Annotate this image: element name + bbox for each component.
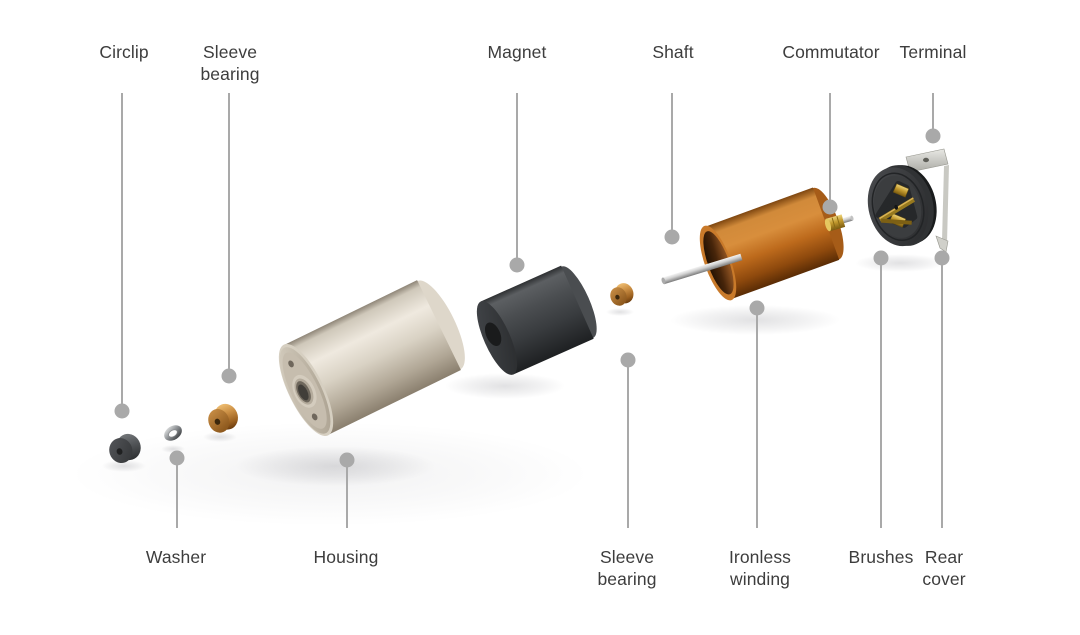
leader-circlip [114,93,130,419]
leader-shaft [664,93,680,245]
leader-brushes [873,250,889,528]
label-sleeve-bearing-rear: Sleeve bearing [597,547,657,589]
housing-part [278,280,465,437]
terminal-part [905,148,949,253]
label-magnet: Magnet [487,42,547,62]
label-terminal: Terminal [899,42,967,62]
label-sleeve-bearing-front: Sleeve bearing [200,42,260,84]
leader-washer [169,450,185,528]
label-brushes: Brushes [848,547,914,567]
commutator-part [824,214,854,232]
leader-sleeve-bearing-rear [620,352,636,528]
leader-ironless-winding [749,300,765,528]
label-ironless-winding: Ironless winding [728,547,792,589]
leader-sleeve-bearing-front [221,93,237,384]
magnet-part [476,265,597,375]
leader-terminal [925,93,941,144]
label-rear-cover: Rear cover [922,547,966,589]
washer-part [164,425,182,441]
label-circlip: Circlip [99,42,149,62]
sleeve-bearing-rear-part [606,280,637,309]
brush-top [892,183,910,198]
leader-magnet [509,93,525,273]
label-commutator: Commutator [782,42,880,62]
rear-cover-part [867,165,937,247]
leader-rear-cover [934,250,950,528]
label-washer: Washer [145,547,207,567]
label-shaft: Shaft [652,42,694,62]
leader-commutator [822,93,838,215]
leader-housing [339,452,355,528]
shaft-part [661,253,743,285]
circlip-part [109,433,141,464]
label-housing: Housing [313,547,379,567]
